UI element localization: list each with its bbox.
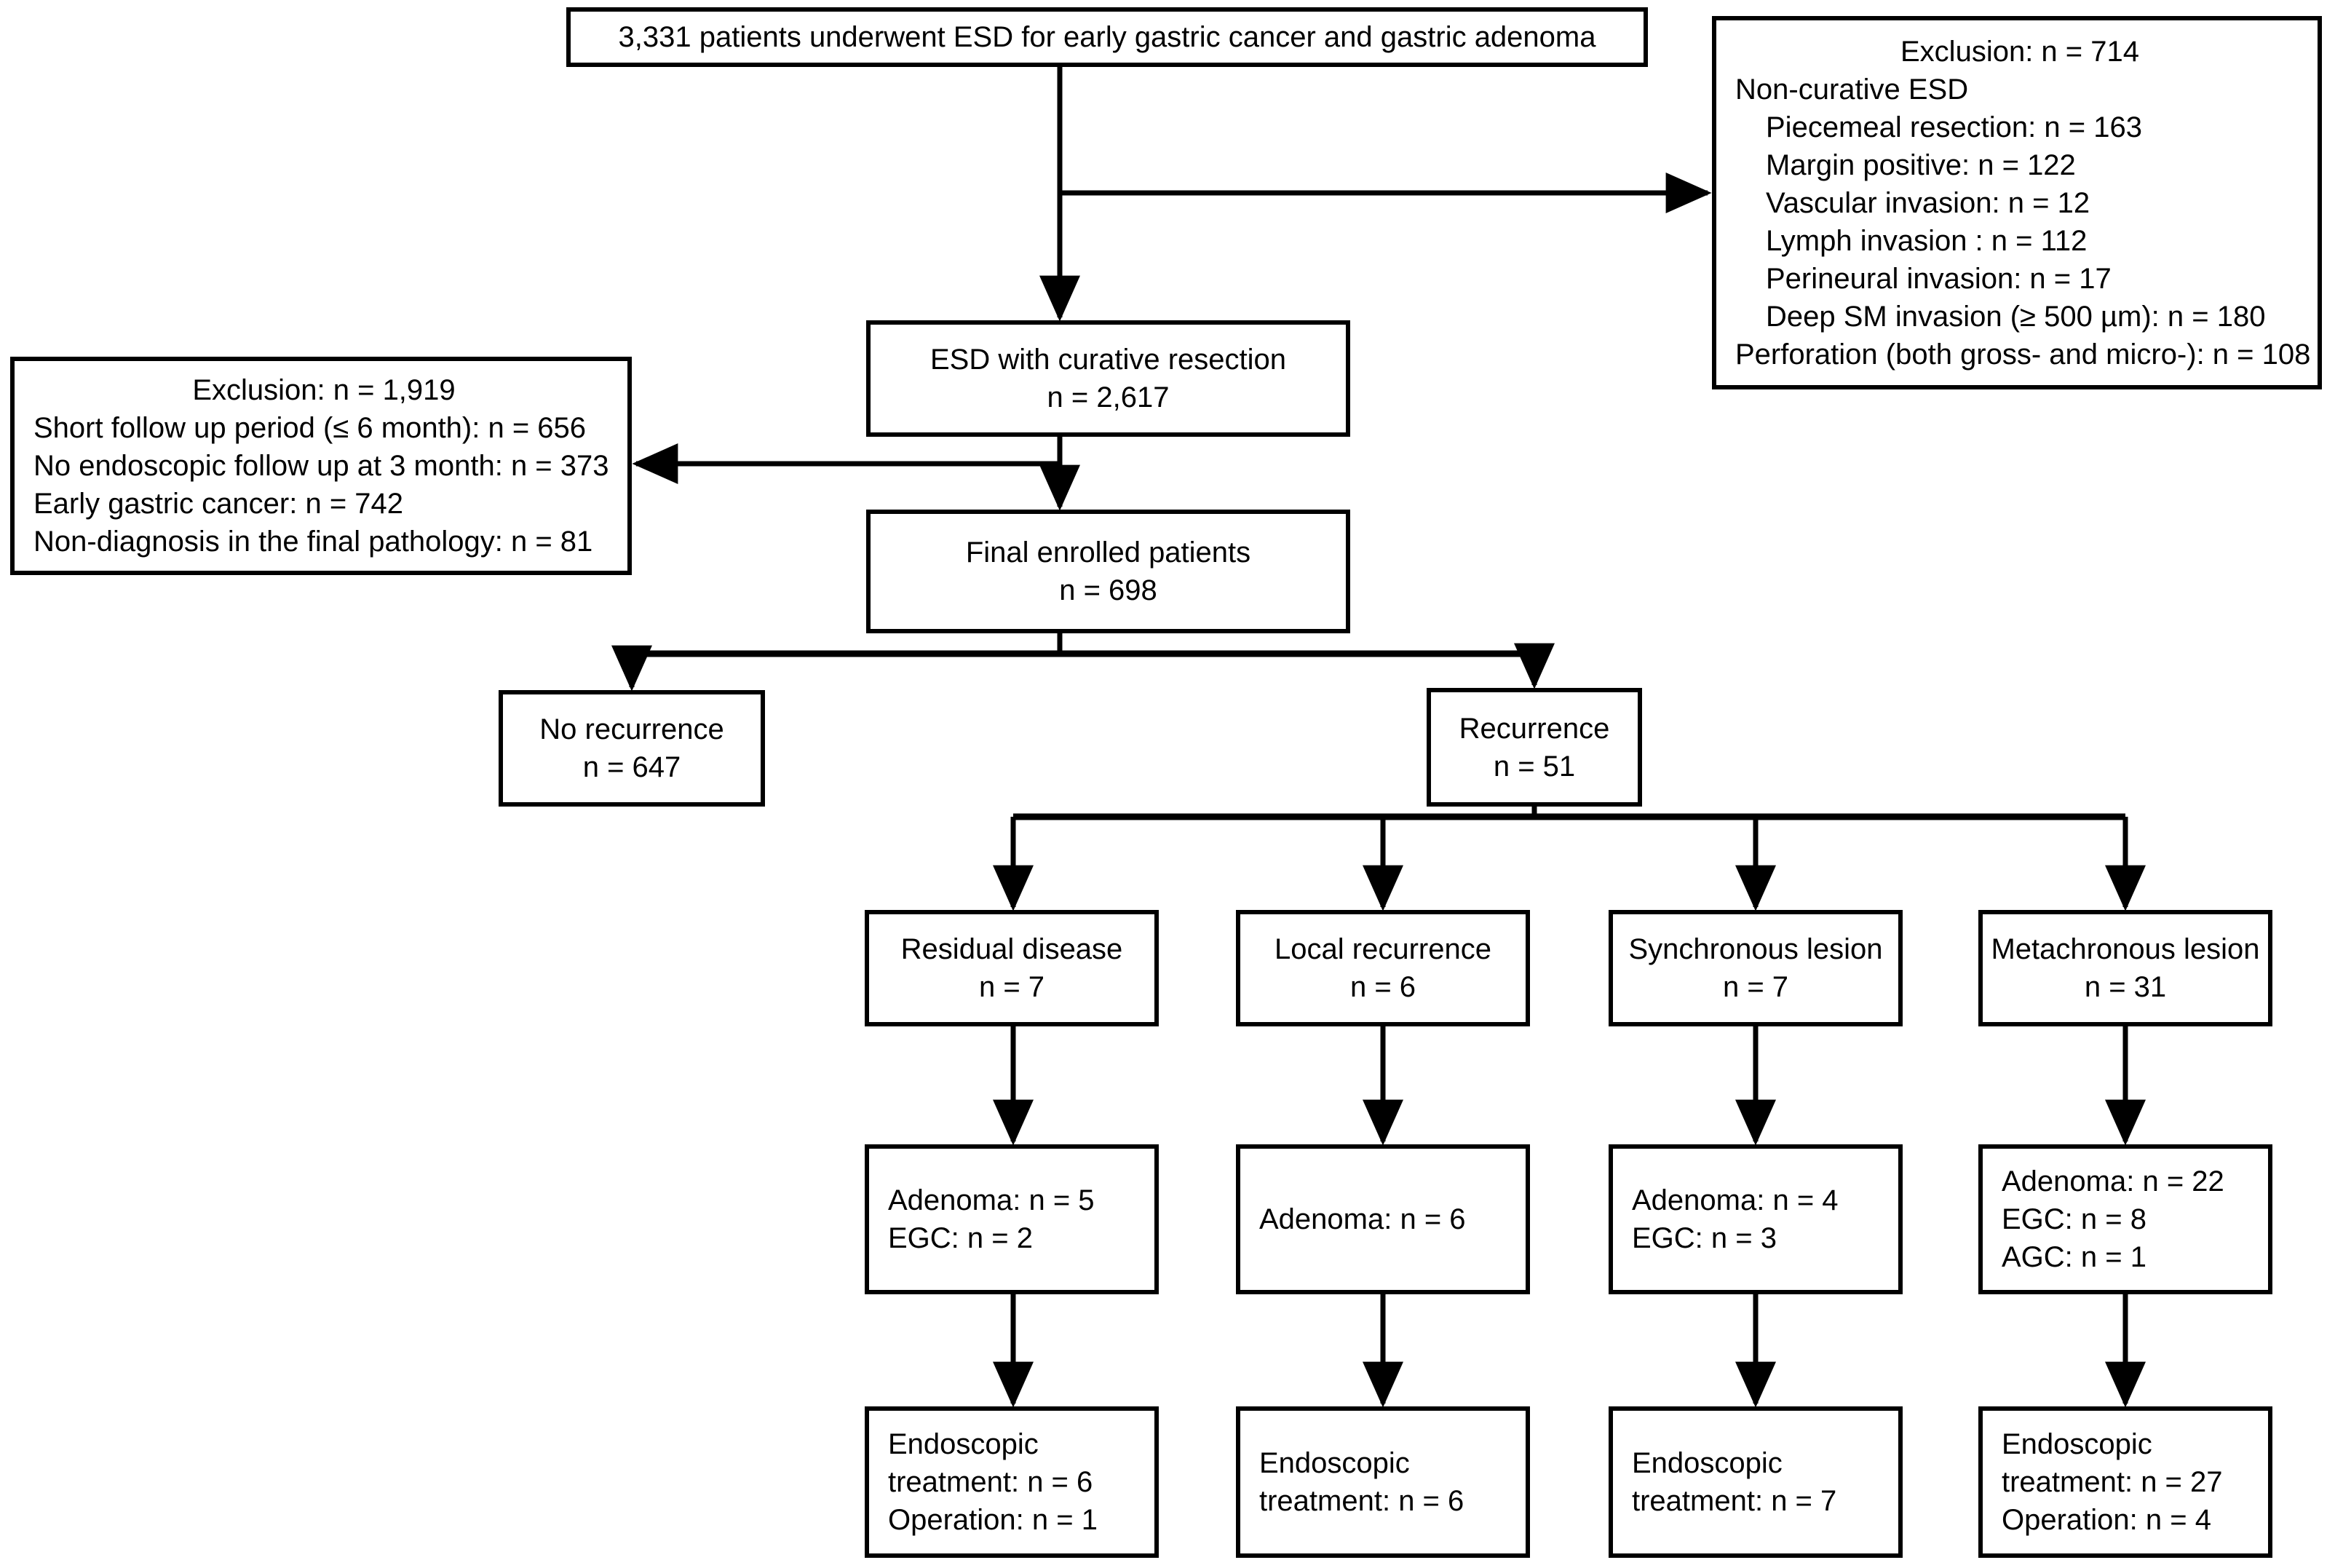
exclusion-noncurative-header: Exclusion: n = 714 xyxy=(1900,35,2139,68)
exclusion-followup-header: Exclusion: n = 1,919 xyxy=(192,374,456,406)
no-recurrence-line-1: No recurrence xyxy=(539,713,724,745)
exclusion-noncurative-box: Exclusion: n = 714 Non-curative ESD Piec… xyxy=(1712,16,2322,389)
pathology-box-local: Adenoma: n = 6 xyxy=(1236,1144,1530,1294)
pathology-local-line-1: Adenoma: n = 6 xyxy=(1259,1203,1466,1235)
final-enrolled-line-2: n = 698 xyxy=(1059,574,1157,606)
exclusion-noncurative-item-6: Deep SM invasion (≥ 500 µm): n = 180 xyxy=(1766,300,2266,333)
recurrence-box: Recurrence n = 51 xyxy=(1427,688,1642,807)
pathology-metachronous-line-2: EGC: n = 8 xyxy=(2002,1203,2146,1235)
recurrence-line-1: Recurrence xyxy=(1459,712,1610,745)
category-residual-line-2: n = 7 xyxy=(978,971,1045,1003)
treatment-synchronous-line-2: treatment: n = 7 xyxy=(1632,1485,1837,1517)
pathology-metachronous-line-3: AGC: n = 1 xyxy=(2002,1241,2146,1273)
pathology-synchronous-line-2: EGC: n = 3 xyxy=(1632,1222,1777,1254)
enrollment-box: 3,331 patients underwent ESD for early g… xyxy=(566,7,1648,67)
exclusion-noncurative-item-7: Perforation (both gross- and micro-): n … xyxy=(1735,338,2311,371)
category-metachronous-line-1: Metachronous lesion xyxy=(1991,933,2260,965)
treatment-box-synchronous: Endoscopic treatment: n = 7 xyxy=(1609,1406,1903,1558)
treatment-residual-line-1: Endoscopic xyxy=(888,1428,1039,1460)
treatment-metachronous-line-2: treatment: n = 27 xyxy=(2002,1466,2223,1498)
final-enrolled-line-1: Final enrolled patients xyxy=(965,536,1251,569)
exclusion-followup-box: Exclusion: n = 1,919 Short follow up per… xyxy=(10,357,632,575)
category-metachronous-line-2: n = 31 xyxy=(2084,971,2167,1003)
recurrence-line-2: n = 51 xyxy=(1493,750,1576,783)
exclusion-followup-item-0: Short follow up period (≤ 6 month): n = … xyxy=(33,412,587,444)
treatment-residual-line-2: treatment: n = 6 xyxy=(888,1466,1093,1498)
enrollment-line-1: 3,331 patients underwent ESD for early g… xyxy=(618,21,1596,53)
pathology-metachronous-line-1: Adenoma: n = 22 xyxy=(2002,1165,2224,1197)
treatment-box-local: Endoscopic treatment: n = 6 xyxy=(1236,1406,1530,1558)
category-synchronous-line-1: Synchronous lesion xyxy=(1628,933,1883,965)
category-residual-line-1: Residual disease xyxy=(900,933,1123,965)
exclusion-followup-item-3: Non-diagnosis in the final pathology: n … xyxy=(33,526,593,558)
curative-line-1: ESD with curative resection xyxy=(929,344,1287,376)
exclusion-noncurative-item-0: Non-curative ESD xyxy=(1735,73,1969,106)
treatment-metachronous-line-1: Endoscopic xyxy=(2002,1428,2152,1460)
curative-line-2: n = 2,617 xyxy=(1047,381,1170,413)
pathology-residual-line-1: Adenoma: n = 5 xyxy=(888,1184,1095,1216)
exclusion-noncurative-item-4: Lymph invasion : n = 112 xyxy=(1766,224,2088,257)
treatment-box-residual: Endoscopic treatment: n = 6 Operation: n… xyxy=(865,1406,1159,1558)
treatment-synchronous-line-1: Endoscopic xyxy=(1632,1447,1783,1479)
category-synchronous-line-2: n = 7 xyxy=(1722,971,1789,1003)
final-enrolled-box: Final enrolled patients n = 698 xyxy=(866,510,1350,633)
exclusion-noncurative-item-1: Piecemeal resection: n = 163 xyxy=(1766,111,2142,143)
exclusion-noncurative-item-5: Perineural invasion: n = 17 xyxy=(1766,262,2112,295)
category-box-metachronous: Metachronous lesion n = 31 xyxy=(1978,910,2272,1026)
pathology-synchronous-line-1: Adenoma: n = 4 xyxy=(1632,1184,1839,1216)
exclusion-followup-item-1: No endoscopic follow up at 3 month: n = … xyxy=(33,450,609,482)
treatment-local-line-1: Endoscopic xyxy=(1259,1447,1410,1479)
pathology-box-residual: Adenoma: n = 5 EGC: n = 2 xyxy=(865,1144,1159,1294)
exclusion-noncurative-item-3: Vascular invasion: n = 12 xyxy=(1766,186,2090,219)
category-box-residual: Residual disease n = 7 xyxy=(865,910,1159,1026)
pathology-box-synchronous: Adenoma: n = 4 EGC: n = 3 xyxy=(1609,1144,1903,1294)
exclusion-noncurative-item-2: Margin positive: n = 122 xyxy=(1766,149,2076,181)
treatment-residual-line-3: Operation: n = 1 xyxy=(888,1504,1098,1536)
category-local-line-2: n = 6 xyxy=(1349,971,1416,1003)
category-box-synchronous: Synchronous lesion n = 7 xyxy=(1609,910,1903,1026)
pathology-residual-line-2: EGC: n = 2 xyxy=(888,1222,1033,1254)
curative-resection-box: ESD with curative resection n = 2,617 xyxy=(866,320,1350,437)
exclusion-followup-item-2: Early gastric cancer: n = 742 xyxy=(33,488,404,520)
treatment-local-line-2: treatment: n = 6 xyxy=(1259,1485,1464,1517)
treatment-metachronous-line-3: Operation: n = 4 xyxy=(2002,1504,2211,1536)
category-local-line-1: Local recurrence xyxy=(1275,933,1491,965)
category-box-local: Local recurrence n = 6 xyxy=(1236,910,1530,1026)
treatment-box-metachronous: Endoscopic treatment: n = 27 Operation: … xyxy=(1978,1406,2272,1558)
pathology-box-metachronous: Adenoma: n = 22 EGC: n = 8 AGC: n = 1 xyxy=(1978,1144,2272,1294)
no-recurrence-box: No recurrence n = 647 xyxy=(499,690,765,807)
no-recurrence-line-2: n = 647 xyxy=(582,751,681,783)
